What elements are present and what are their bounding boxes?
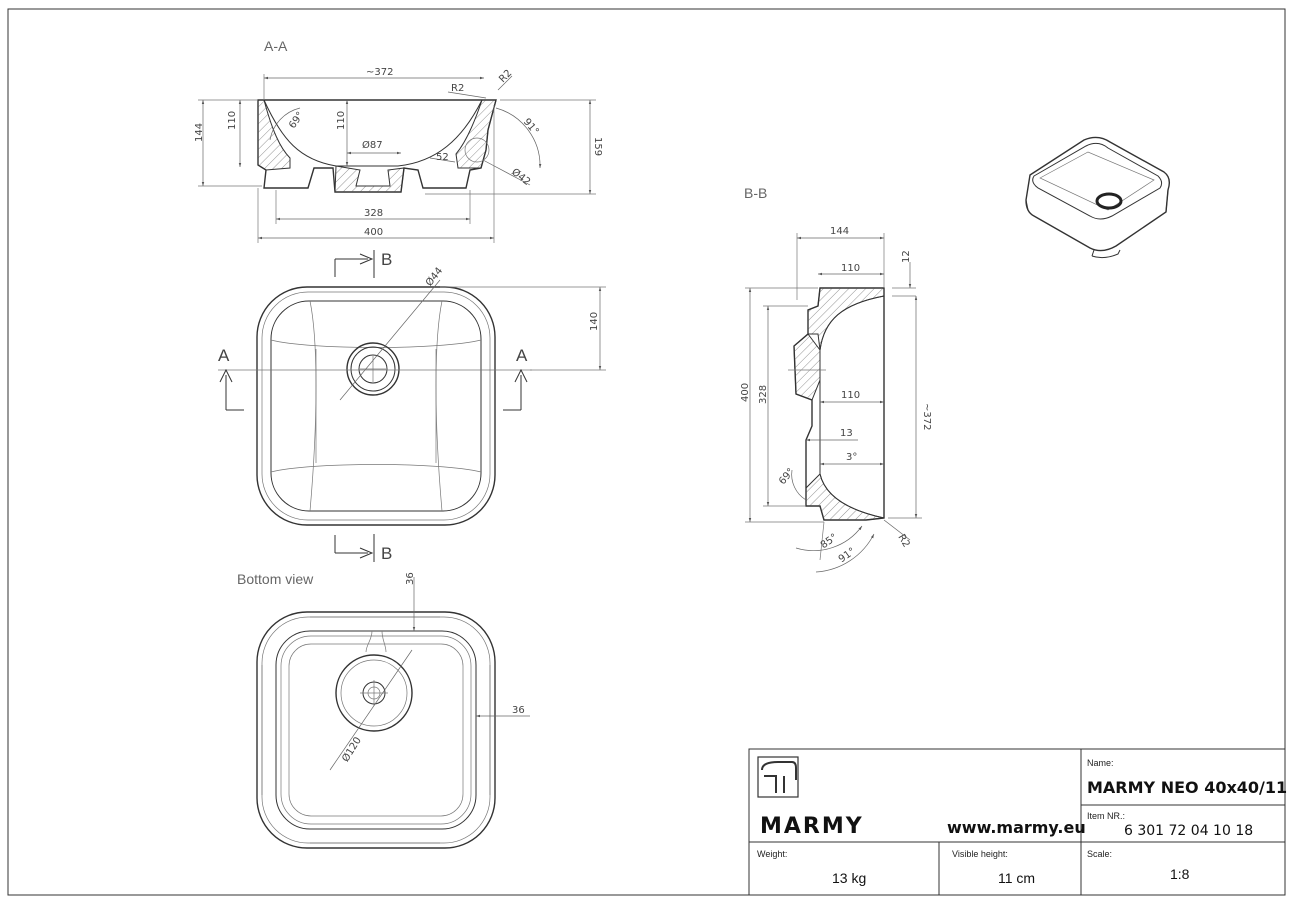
top-inner-rim: [270, 300, 482, 512]
dim-aa-159: 159: [592, 137, 603, 156]
section-aa-overflow-circle: [464, 137, 490, 163]
name-label: Name:: [1087, 758, 1114, 768]
bottom-outer-rim: [256, 611, 496, 849]
dim-bb-110-a: 110: [841, 263, 860, 274]
visible-height-value: 11 cm: [998, 870, 1035, 886]
dim-top-o44: Ø44: [423, 265, 445, 289]
item-label: Item NR.:: [1087, 811, 1125, 821]
section-aa-bowl: [263, 99, 483, 167]
section-marker-b-top: B: [334, 250, 392, 278]
section-bb-hatch-top: [807, 287, 885, 351]
dim-aa-69: 69°: [287, 110, 306, 131]
dim-aa-400: 400: [364, 227, 383, 238]
section-aa-title: A-A: [264, 38, 288, 54]
dim-aa-r2-a: R2: [451, 83, 464, 94]
dim-bottom-36-a: 36: [405, 572, 416, 585]
section-b-b: B-B 144 110 12 400 328 110 ~372 13 3°: [740, 185, 932, 573]
isometric-drain: [1095, 192, 1123, 210]
section-a-a: A-A ~372 R2 R2 69° 110 144 110 Ø87 52 91…: [194, 38, 603, 243]
dim-aa-52: 52: [436, 152, 449, 163]
dim-bb-12: 12: [901, 250, 912, 263]
marmy-logo-icon: [757, 756, 799, 798]
isometric-view: [1025, 136, 1171, 259]
svg-text:B: B: [381, 544, 392, 563]
dim-bb-85: 85°: [819, 532, 840, 551]
dim-aa-372: ~372: [366, 67, 393, 78]
visible-height-label: Visible height:: [952, 849, 1008, 859]
weight-label: Weight:: [757, 849, 787, 859]
bottom-drain-ring: [335, 654, 413, 732]
svg-text:A: A: [516, 346, 528, 365]
brand-wordmark: MARMY: [760, 814, 864, 839]
dim-bottom-o120: Ø120: [339, 735, 363, 764]
dim-bb-r2: R2: [895, 533, 911, 550]
scale-value: 1:8: [1170, 866, 1190, 882]
section-bb-bowl: [819, 295, 885, 519]
svg-text:A: A: [218, 346, 230, 365]
dim-bb-372: ~372: [921, 403, 932, 430]
top-view: Ø44 140 A A B B: [218, 250, 606, 563]
section-aa-hatch-left: [257, 99, 291, 171]
dim-bb-91: 91°: [837, 546, 858, 565]
section-aa-hatch-right: [455, 99, 497, 169]
website-url: www.marmy.eu: [947, 818, 1086, 837]
scale-label: Scale:: [1087, 849, 1112, 859]
sheet-border: [7, 8, 1286, 896]
dim-bb-400: 400: [740, 383, 751, 402]
product-name: MARMY NEO 40x40/11: [1087, 778, 1287, 797]
dim-bb-3: 3°: [846, 452, 857, 463]
drain-outer: [346, 342, 400, 396]
dim-bb-110-b: 110: [841, 390, 860, 401]
section-bb-hatch-bottom: [805, 473, 885, 521]
bottom-view: Bottom view Ø120 36 36: [237, 571, 530, 849]
dim-aa-o87: Ø87: [362, 139, 383, 151]
dim-bottom-36-b: 36: [512, 705, 525, 716]
section-bb-hatch-drain: [793, 333, 821, 401]
section-aa-hatch-center: [334, 165, 405, 193]
dim-bb-69: 69°: [777, 466, 797, 487]
section-marker-a-left: A: [218, 346, 244, 411]
dim-aa-144: 144: [194, 123, 205, 142]
section-marker-a-right: A: [503, 346, 528, 411]
section-bb-title: B-B: [744, 185, 767, 201]
dim-bb-13: 13: [840, 428, 853, 439]
title-block: MARMY www.marmy.eu Name: MARMY NEO 40x40…: [748, 748, 1287, 896]
drain-inner: [358, 354, 388, 384]
bottom-view-title: Bottom view: [237, 571, 314, 587]
top-outer-rim: [256, 286, 496, 526]
dim-bb-144: 144: [830, 226, 849, 237]
dim-aa-91: 91°: [521, 117, 541, 138]
dim-aa-110-b: 110: [336, 111, 347, 130]
section-marker-b-bottom: B: [334, 534, 392, 563]
dim-aa-110-a: 110: [227, 111, 238, 130]
svg-text:B: B: [381, 250, 392, 269]
dim-aa-328: 328: [364, 208, 383, 219]
item-number: 6 301 72 04 10 18: [1124, 823, 1253, 839]
dim-top-140: 140: [589, 312, 600, 331]
weight-value: 13 kg: [832, 870, 866, 886]
dim-bb-328: 328: [758, 385, 769, 404]
